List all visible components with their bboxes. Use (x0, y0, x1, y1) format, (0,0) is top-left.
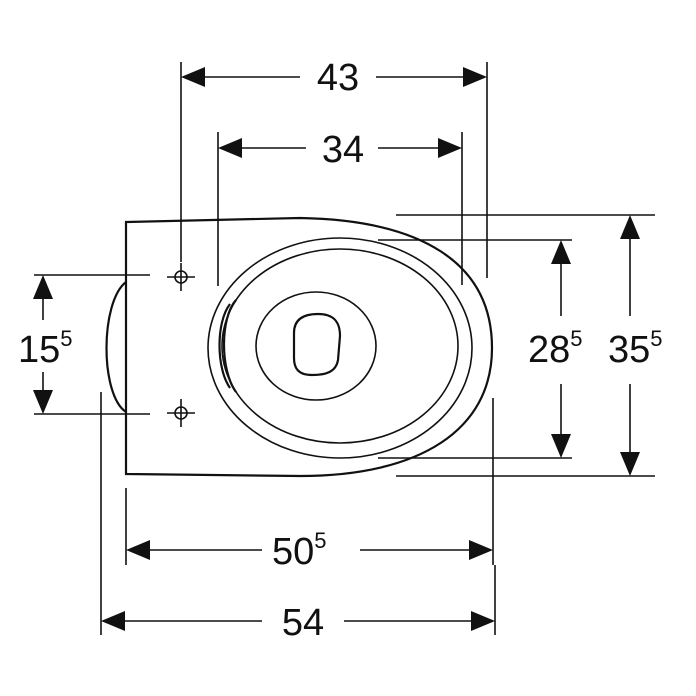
mounting-cross-upper (167, 263, 195, 291)
dimension-label-28-5: 285 (528, 326, 583, 371)
toilet-body (105, 216, 494, 478)
dimension-label-54: 54 (282, 602, 324, 644)
mounting-cross-lower (167, 399, 195, 427)
bowl-opening-ellipse (255, 291, 377, 401)
arrowhead-right (471, 611, 495, 631)
dimension-15-5: 155 (18, 275, 73, 414)
dimension-28-5: 285 (528, 240, 583, 458)
dimension-label-35-5: 355 (608, 326, 663, 371)
arrowhead-right (463, 67, 487, 87)
drain-outlet (292, 312, 342, 377)
dimension-label-50-5: 505 (272, 528, 327, 573)
seat-inner-ellipse (221, 248, 459, 444)
arrowhead-down (33, 390, 53, 414)
dimension-label-15-5: 155 (18, 326, 73, 371)
seat-outer-ellipse (207, 237, 473, 459)
dimension-34: 34 (218, 129, 462, 171)
arrowhead-down (620, 452, 640, 476)
arrowhead-up (620, 215, 640, 239)
arrowhead-left (126, 540, 150, 560)
dimension-50-5: 505 (126, 528, 493, 573)
arrowhead-left (218, 138, 242, 158)
dimension-label-34: 34 (322, 129, 364, 171)
arrowhead-right (469, 540, 493, 560)
hinge-bracket (218, 299, 237, 393)
arrowhead-left (101, 611, 125, 631)
dimension-label-43: 43 (317, 57, 359, 99)
arrowhead-right (438, 138, 462, 158)
rear-wall-curve (105, 281, 127, 413)
dimension-35-5: 355 (608, 215, 663, 476)
dimension-43: 43 (181, 57, 487, 99)
arrowhead-up (33, 275, 53, 299)
arrowhead-up (551, 240, 571, 264)
bowl-outer-outline (124, 216, 494, 478)
arrowhead-down (551, 434, 571, 458)
dimension-54: 54 (101, 602, 495, 644)
arrowhead-left (181, 67, 205, 87)
extension-lines (34, 62, 655, 635)
